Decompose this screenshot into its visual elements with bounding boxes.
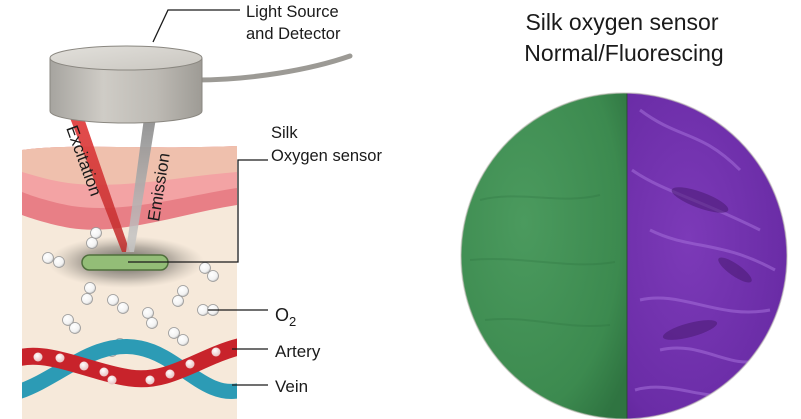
sensor-leader <box>128 159 268 263</box>
o2-molecule <box>62 314 81 334</box>
oxygen-sensor-label: Oxygen sensor <box>271 147 382 165</box>
epidermis-layer <box>22 146 237 185</box>
normal-half <box>461 93 627 419</box>
artery-vessel <box>22 338 237 388</box>
o2-molecule <box>107 294 129 314</box>
artery-label: Artery <box>275 342 321 361</box>
device-cable <box>193 53 353 83</box>
photo-title-line1: Silk oxygen sensor <box>525 9 718 35</box>
red-blood-cells <box>33 347 221 385</box>
sensor-photo-disc <box>460 92 788 419</box>
silk-label: Silk <box>271 124 298 142</box>
light-source-leader <box>152 9 240 43</box>
light-source-label: Light Source <box>246 3 339 21</box>
fluorescing-half <box>627 93 787 419</box>
o2-molecule <box>86 227 102 249</box>
detector-label: and Detector <box>246 25 341 43</box>
vein-label: Vein <box>275 377 308 396</box>
o2-molecule <box>199 262 219 282</box>
o2-label: O2 <box>275 305 296 329</box>
o2-molecule <box>172 285 189 307</box>
excitation-beam <box>70 118 130 252</box>
o2-molecule <box>168 327 189 346</box>
o2-molecule <box>81 282 96 305</box>
oxygen-molecules <box>42 227 219 357</box>
light-source-device <box>49 45 353 124</box>
o2-molecule <box>42 252 65 268</box>
photo-title-line2: Normal/Fluorescing <box>524 40 723 66</box>
vein-vessel <box>22 339 237 399</box>
emission-beam <box>126 118 156 252</box>
o2-molecule <box>142 307 158 329</box>
